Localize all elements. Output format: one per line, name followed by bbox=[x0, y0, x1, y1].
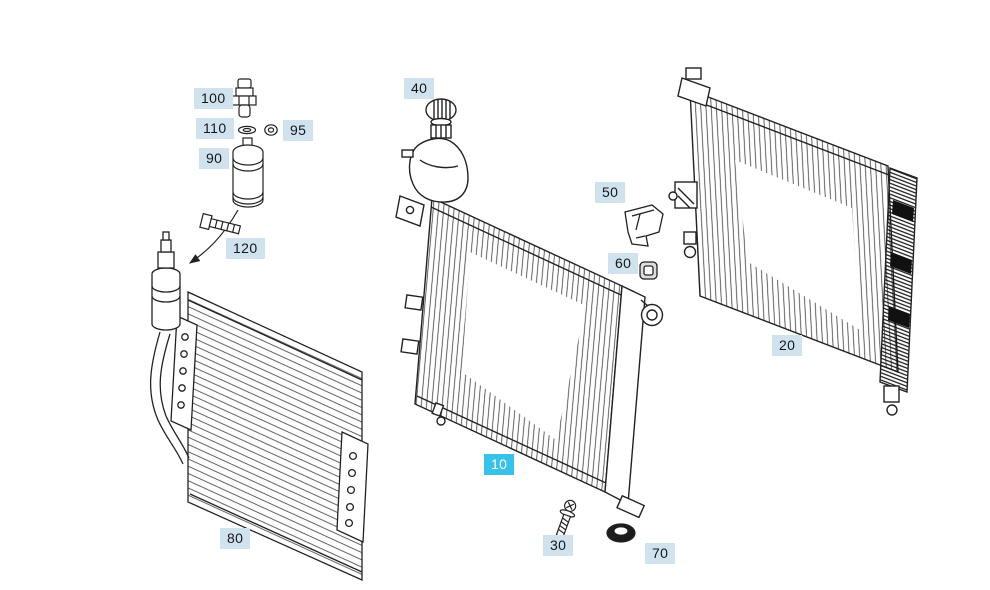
callout-110[interactable]: 110 bbox=[196, 118, 234, 139]
radiator-drawing bbox=[395, 98, 664, 519]
condenser-drawing bbox=[149, 231, 369, 582]
expansion-tank-drawing bbox=[395, 98, 469, 227]
callout-60[interactable]: 60 bbox=[608, 253, 639, 274]
callout-95[interactable]: 95 bbox=[283, 120, 314, 141]
callout-10[interactable]: 10 bbox=[484, 454, 515, 475]
radiator2-drawing bbox=[668, 67, 918, 416]
callout-50[interactable]: 50 bbox=[595, 182, 626, 203]
callout-120[interactable]: 120 bbox=[226, 238, 265, 259]
receiver-drier-parts bbox=[189, 78, 278, 264]
callout-40[interactable]: 40 bbox=[404, 78, 435, 99]
callout-100[interactable]: 100 bbox=[194, 88, 233, 109]
drain-screw-grommet bbox=[555, 499, 636, 543]
callout-80[interactable]: 80 bbox=[220, 528, 251, 549]
callout-70[interactable]: 70 bbox=[645, 543, 676, 564]
clip-parts bbox=[624, 204, 664, 280]
callout-30[interactable]: 30 bbox=[543, 535, 574, 556]
callout-90[interactable]: 90 bbox=[199, 148, 230, 169]
callout-20[interactable]: 20 bbox=[772, 335, 803, 356]
